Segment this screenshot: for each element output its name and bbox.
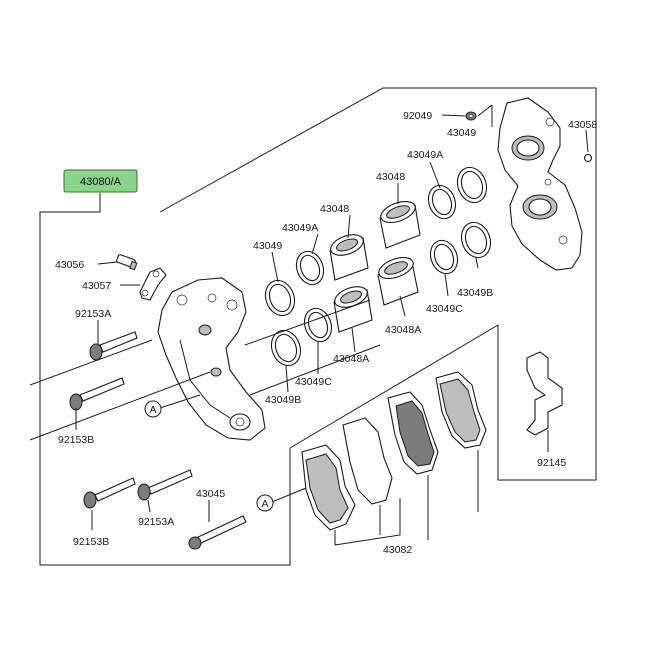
label-43082: 43082 [383,544,412,556]
washer-92049[interactable] [465,111,477,121]
label-43049a-top: 43049A [407,149,443,161]
bleeder-cap-43058[interactable] [583,153,593,163]
label-43048-top: 43048 [376,171,405,183]
label-43049-top: 43049 [447,127,476,139]
pad-spring-92145[interactable] [526,351,563,436]
label-43049a-mid: 43049A [282,222,318,234]
svg-text:A: A [149,404,156,416]
label-92145: 92145 [537,457,566,469]
brake-pads-43082[interactable] [301,371,487,531]
label-43048a-left: 43048A [333,353,369,365]
label-43057: 43057 [82,280,111,292]
label-43049-mid: 43049 [253,240,282,252]
bolts[interactable] [69,331,193,509]
assembly-number: 43080/A [80,176,122,188]
label-43049b-right: 43049B [457,287,493,299]
svg-text:A: A [261,498,268,510]
pistons[interactable] [328,197,421,333]
part-labels: 92049 43049 43058 43049A 43048 43048 430… [55,110,597,556]
bleeder-valve-43056[interactable] [116,254,138,271]
pad-pin-43045[interactable] [188,515,247,550]
label-43045: 43045 [196,488,225,500]
reference-marker-a-upper: A [144,400,162,418]
caliper-half-left[interactable] [157,277,266,441]
seal-rings[interactable] [261,163,496,369]
label-92153b-bottom: 92153B [73,536,109,548]
label-43049c-right: 43049C [426,303,463,315]
label-92153a-top: 92153A [75,308,111,320]
assembly-number-box[interactable]: 43080/A [63,169,138,193]
caliper-half-right[interactable] [497,97,583,271]
label-43048-mid: 43048 [320,203,349,215]
label-43058: 43058 [568,119,597,131]
label-92049: 92049 [403,110,432,122]
leader-lines [29,104,589,546]
label-43049b-left: 43049B [265,394,301,406]
label-92153b-top: 92153B [58,434,94,446]
label-43049c-left: 43049C [295,376,332,388]
reference-marker-a-lower: A [256,494,274,512]
label-92153a-bottom: 92153A [138,516,174,528]
bracket-43057[interactable] [139,267,167,301]
label-43048a-right: 43048A [385,324,421,336]
label-43056: 43056 [55,259,84,271]
frame-lines [39,87,597,566]
